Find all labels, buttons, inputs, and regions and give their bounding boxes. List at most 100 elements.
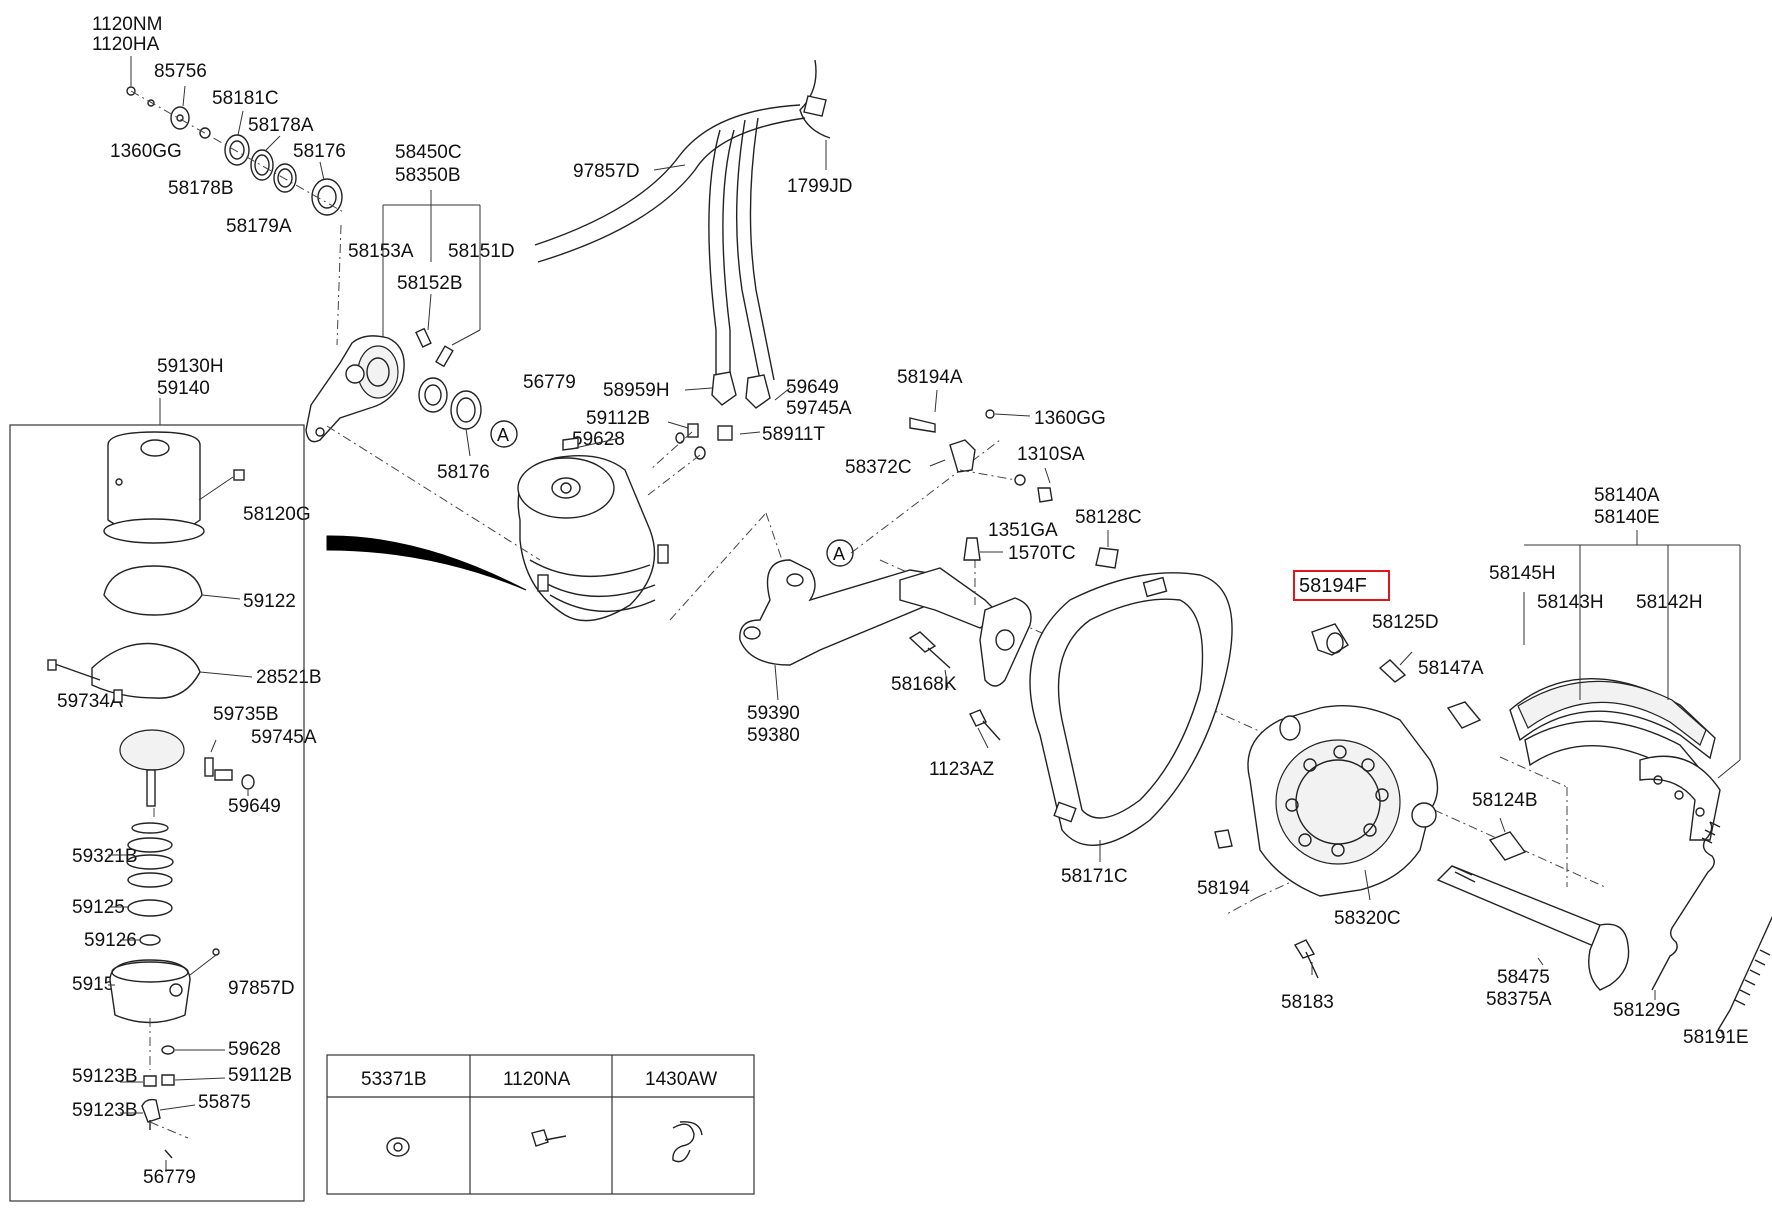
part-label[interactable]: 59745A [786,398,852,419]
part-label[interactable]: 59390 [747,703,800,724]
part-label[interactable]: 1120HA [92,34,160,55]
callout-a-top: A [490,420,518,448]
part-label[interactable]: 56779 [143,1167,196,1188]
part-label[interactable]: 58320C [1334,908,1401,929]
part-label[interactable]: 85756 [154,61,207,82]
callout-letter: A [833,544,845,564]
part-label[interactable]: 58124B [1472,790,1538,811]
chamber-breakdown-box [9,424,305,1202]
part-label[interactable]: 58125D [1372,612,1439,633]
part-label[interactable]: 1310SA [1017,444,1085,465]
part-label[interactable]: 58183 [1281,992,1334,1013]
sensor-clip [909,389,1053,503]
chamber-bracket: A [739,539,941,701]
slack-adjuster-hardware [126,56,346,216]
part-label[interactable]: 97857D [228,978,295,999]
part-label[interactable]: 59112B [228,1065,292,1086]
camshaft-bushings [1311,623,1527,861]
part-label[interactable]: 58178B [168,178,234,199]
grease-fitting [963,530,1119,569]
part-label[interactable]: 59125 [72,897,125,918]
part-label[interactable]: 58475 [1497,967,1550,988]
part-label[interactable]: 58375A [1486,989,1552,1010]
part-label[interactable]: 58179A [226,216,292,237]
part-label[interactable]: 58450C [395,142,462,163]
part-label[interactable]: 56779 [523,372,576,393]
table-header: 1120NA [503,1069,571,1090]
part-label[interactable]: 58145H [1489,563,1556,584]
chamber-pointer [326,535,527,591]
highlight-box [1293,570,1390,601]
part-label[interactable]: 58194A [897,367,963,388]
part-label[interactable]: 59735B [213,704,279,725]
spider-bolt [1293,939,1319,979]
part-label[interactable]: 58153A [348,241,414,262]
part-label[interactable]: 58151D [448,241,515,262]
part-label[interactable]: 58128C [1075,507,1142,528]
part-label[interactable]: 59380 [747,725,800,746]
part-label[interactable]: 58129G [1613,1000,1681,1021]
part-label[interactable]: 1351GA [988,520,1058,541]
part-label[interactable]: 58959H [603,380,670,401]
part-label[interactable]: 58176 [293,141,346,162]
hardware-table: 53371B 1120NA 1430AW [326,1054,755,1195]
part-label[interactable]: 58194 [1197,878,1250,899]
part-label[interactable]: 1360GG [110,141,182,162]
part-label[interactable]: 58152B [397,273,463,294]
chamber-breakdown-parts [47,398,255,1172]
part-label[interactable]: 58372C [845,457,912,478]
part-label[interactable]: 59123B [72,1066,138,1087]
part-label[interactable]: 1120NM [92,14,162,35]
part-label[interactable]: 59123B [72,1100,138,1121]
part-label[interactable]: 58194F [1299,575,1367,597]
brake-spider [1214,705,1439,916]
part-label[interactable]: 1799JD [787,176,853,197]
part-label[interactable]: 58140A [1594,485,1660,506]
spring-clip-icon [672,1121,703,1163]
label-bracket [382,190,481,352]
part-label[interactable]: 58191E [1683,1027,1749,1048]
part-label[interactable]: 1360GG [1034,408,1106,429]
part-label[interactable]: 1570TC [1008,543,1076,564]
camshaft [1436,865,1630,991]
part-label[interactable]: 58143H [1537,592,1604,613]
part-label[interactable]: 97857D [573,161,640,182]
bolts-middle [908,631,1001,749]
part-label[interactable]: 59122 [243,591,296,612]
chamber-fittings [562,421,761,496]
part-label[interactable]: 58140E [1594,507,1660,528]
slack-adjuster [305,224,482,457]
callout-letter: A [497,425,509,445]
nut-icon [386,1137,410,1157]
part-label[interactable]: 58171C [1061,866,1128,887]
part-label[interactable]: 59649 [228,796,281,817]
dust-shield [1029,572,1233,862]
part-label[interactable]: 58142H [1636,592,1703,613]
part-label[interactable]: 58168K [891,674,957,695]
part-label[interactable]: 58181C [212,88,279,109]
part-label[interactable]: 59734A [57,691,123,712]
part-label[interactable]: 28521B [256,667,322,688]
part-label[interactable]: 59130H [157,356,224,377]
cam-bracket-tube [899,540,1032,687]
part-label[interactable]: 59649 [786,377,839,398]
part-label[interactable]: 58147A [1418,658,1484,679]
part-label[interactable]: 58176 [437,462,490,483]
part-label[interactable]: 59140 [157,378,210,399]
part-label[interactable]: 58120G [243,504,311,525]
part-label[interactable]: 58911T [762,424,825,445]
air-hoses [534,59,831,409]
part-label[interactable]: 59126 [84,930,137,951]
table-header: 53371B [361,1069,427,1090]
brake-chamber [326,437,669,622]
part-label[interactable]: 59745A [251,727,317,748]
part-label[interactable]: 59628 [228,1039,281,1060]
part-label[interactable]: 55875 [198,1092,251,1113]
part-label[interactable]: 58350B [395,165,461,186]
part-label[interactable]: 59321B [72,846,138,867]
part-label[interactable]: 1123AZ [929,759,995,780]
part-label[interactable]: 59112B [586,408,650,429]
part-label[interactable]: 58178A [248,115,314,136]
part-label[interactable]: 59628 [572,429,625,450]
